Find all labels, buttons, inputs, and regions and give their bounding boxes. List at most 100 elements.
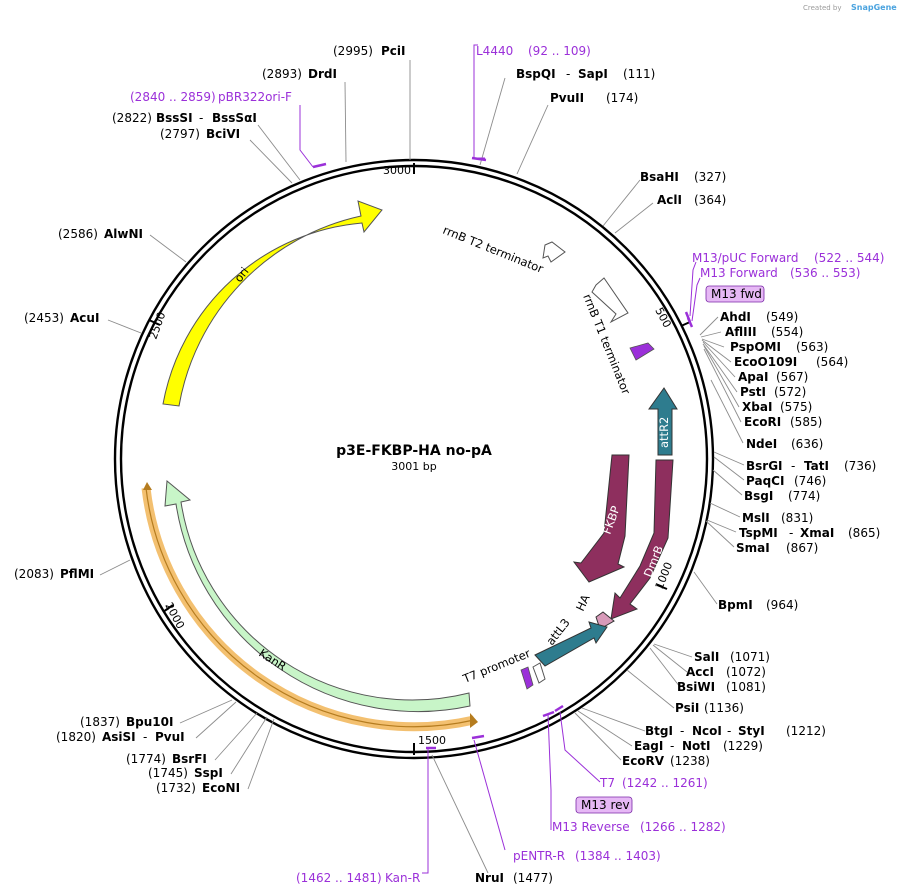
enzyme-name[interactable]: AclI (657, 193, 682, 207)
enzyme-name[interactable]: PvuII (550, 91, 584, 105)
enzyme-name[interactable]: EcoRV (622, 754, 665, 768)
enzyme-pos: (1477) (513, 871, 553, 885)
enzyme-separator: - (199, 111, 203, 125)
enzyme-name[interactable]: AhdI (720, 310, 751, 324)
primer-name[interactable]: M13/pUC Forward (692, 251, 799, 265)
feature-ha-label: HA (573, 592, 593, 613)
enzyme-name[interactable]: BpmI (718, 598, 753, 612)
enzyme-name[interactable]: TatI (804, 459, 829, 473)
feature-rrnb-t2-label: rrnB T2 terminator (441, 223, 546, 276)
enzyme-name[interactable]: SmaI (736, 541, 770, 555)
enzyme-name[interactable]: BsrFI (172, 752, 207, 766)
enzyme-name[interactable]: MslI (742, 511, 770, 525)
enzyme-pos: (1212) (786, 724, 826, 738)
primer-name[interactable]: M13 Reverse (552, 820, 630, 834)
primer-range: (1462 .. 1481) (296, 871, 382, 885)
enzyme-pos: (174) (606, 91, 638, 105)
enzyme-name[interactable]: BsiWI (677, 680, 715, 694)
primer-badge-m13-rev[interactable] (575, 796, 633, 814)
primer-name[interactable]: M13 Forward (700, 266, 778, 280)
enzyme-name[interactable]: AccI (686, 665, 714, 679)
feature-rrnb-t2[interactable] (542, 241, 566, 263)
enzyme-name[interactable]: NdeI (746, 437, 777, 451)
enzyme-pos: (364) (694, 193, 726, 207)
enzyme-name[interactable]: EcoO109I (734, 355, 797, 369)
enzyme-name[interactable]: BtgI (645, 724, 673, 738)
enzyme-pos: (585) (790, 415, 822, 429)
feature-dmrb[interactable] (610, 459, 674, 620)
primer-name[interactable]: T7 (599, 776, 615, 790)
enzyme-name[interactable]: EcoRI (744, 415, 781, 429)
enzyme-name[interactable]: TspMI (739, 526, 778, 540)
enzyme-name[interactable]: EcoNI (202, 781, 240, 795)
feature-fkbp[interactable] (572, 454, 630, 583)
enzyme-name[interactable]: Bpu10I (126, 715, 173, 729)
enzyme-pos: (774) (788, 489, 820, 503)
enzyme-pos: (1071) (730, 650, 770, 664)
enzyme-name[interactable]: BsaHI (640, 170, 679, 184)
enzyme-separator: - (791, 459, 795, 473)
enzyme-name[interactable]: AcuI (70, 311, 99, 325)
enzyme-name[interactable]: NruI (475, 871, 504, 885)
enzyme-name[interactable]: XmaI (800, 526, 834, 540)
primer-name[interactable]: pBR322ori-F (218, 90, 292, 104)
enzyme-name[interactable]: AsiSI (102, 730, 136, 744)
enzyme-pos: (2995) (333, 44, 373, 58)
feature-attl3[interactable] (534, 621, 608, 667)
enzyme-name[interactable]: StyI (738, 724, 765, 738)
enzyme-name[interactable]: AlwNI (104, 227, 143, 241)
enzyme-pos: (736) (844, 459, 876, 473)
enzyme-pos: (111) (623, 67, 655, 81)
enzyme-name[interactable]: PflMI (60, 567, 94, 581)
enzyme-name[interactable]: PstI (740, 385, 766, 399)
feature-t7-promoter[interactable] (532, 662, 546, 684)
feature-ori[interactable] (162, 200, 383, 407)
primer-name[interactable]: pENTR-R (513, 849, 565, 863)
tick-label-500: 500 (652, 305, 673, 330)
enzyme-pos: (1745) (148, 766, 188, 780)
enzyme-name[interactable]: BsrGI (746, 459, 783, 473)
enzyme-pos: (1820) (56, 730, 96, 744)
enzyme-pos: (2586) (58, 227, 98, 241)
enzyme-name[interactable]: SalI (694, 650, 719, 664)
enzyme-name[interactable]: NotI (682, 739, 711, 753)
enzyme-pos: (746) (794, 474, 826, 488)
enzyme-pos: (549) (766, 310, 798, 324)
enzyme-name[interactable]: AflIII (725, 325, 757, 339)
enzyme-name[interactable]: EagI (634, 739, 663, 753)
enzyme-name[interactable]: BciVI (206, 127, 240, 141)
enzyme-pos: (831) (781, 511, 813, 525)
enzyme-pos: (1732) (156, 781, 196, 795)
enzyme-name[interactable]: DrdI (308, 67, 337, 81)
enzyme-name[interactable]: ApaI (738, 370, 768, 384)
feature-rrnb-t1[interactable] (591, 277, 629, 324)
enzyme-name[interactable]: BssSI (156, 111, 193, 125)
credit-brand[interactable]: SnapGene (851, 3, 897, 12)
primer-name[interactable]: L4440 (476, 44, 513, 58)
enzyme-name[interactable]: NcoI (692, 724, 722, 738)
tick-label-3000: 3000 (383, 164, 411, 177)
enzyme-name[interactable]: PvuI (155, 730, 185, 744)
enzyme-name[interactable]: SspI (194, 766, 223, 780)
enzyme-name[interactable]: PspOMI (730, 340, 781, 354)
enzyme-pos: (1837) (80, 715, 120, 729)
primer-marks (312, 156, 694, 750)
enzyme-name[interactable]: BspQI (516, 67, 556, 81)
enzyme-name[interactable]: BssSαI (212, 111, 257, 125)
enzyme-separator: - (143, 730, 147, 744)
enzyme-name[interactable]: XbaI (742, 400, 772, 414)
primer-range: (92 .. 109) (528, 44, 591, 58)
feature-kanr[interactable] (164, 480, 471, 713)
enzyme-name[interactable]: PsiI (675, 701, 699, 715)
enzyme-pos: (2083) (14, 567, 54, 581)
primer-badge-m13-fwd[interactable] (705, 285, 765, 303)
enzyme-name[interactable]: SapI (578, 67, 608, 81)
enzyme-name[interactable]: BsgI (744, 489, 773, 503)
enzyme-separator: - (680, 724, 684, 738)
feature-attr2[interactable] (648, 387, 678, 456)
feature-small-marker-2 (520, 666, 534, 690)
enzyme-name[interactable]: PciI (381, 44, 406, 58)
enzyme-name[interactable]: PaqCI (746, 474, 784, 488)
primer-name[interactable]: Kan-R (385, 871, 420, 885)
